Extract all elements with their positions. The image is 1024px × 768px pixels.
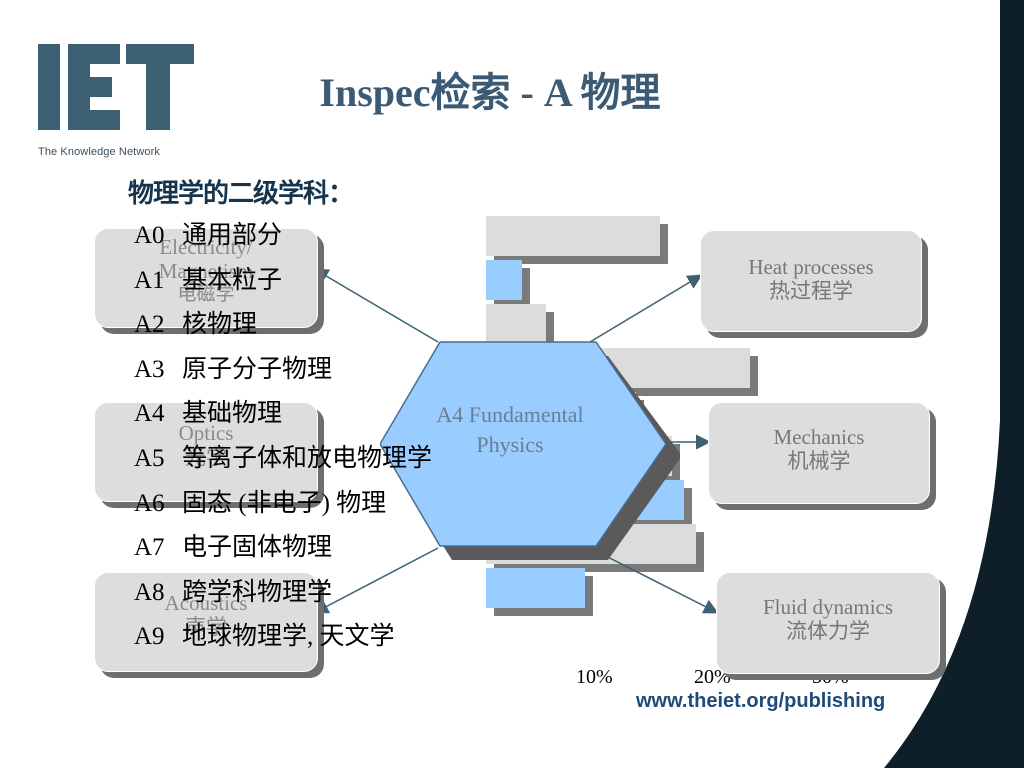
box-mechanics-line1: Mechanics bbox=[773, 425, 865, 449]
box-electricity-magnetism: Electricity/ Magnetism 电磁学 bbox=[94, 228, 318, 328]
list-item-code: A6 bbox=[134, 489, 165, 517]
box-mechanics-line2: 机械学 bbox=[787, 449, 851, 473]
logo-tagline: The Knowledge Network bbox=[38, 146, 160, 158]
list-item: A1 基本粒子 bbox=[134, 261, 432, 306]
box-acoustics-line1: Acoustics bbox=[164, 591, 248, 615]
box-mechanics: Mechanics 机械学 bbox=[708, 402, 930, 504]
box-optics-line1: Optics bbox=[178, 421, 234, 445]
list-item: A5 等离子体和放电物理学 bbox=[134, 439, 432, 484]
website-url[interactable]: www.theiet.org/publishing bbox=[636, 690, 886, 712]
box-fluid-dynamics: Fluid dynamics 流体力学 bbox=[716, 572, 940, 674]
background-bar bbox=[486, 260, 522, 300]
background-bar bbox=[486, 304, 546, 344]
list-item-code: A4 bbox=[134, 400, 165, 428]
list-item-code: A3 bbox=[134, 355, 165, 383]
list-heading: 物理学的二级学科： bbox=[128, 179, 354, 208]
list-item-label: 基础物理 bbox=[182, 400, 283, 428]
list-item-label: 跨学科物理学 bbox=[182, 578, 333, 606]
arrow-to-electricity bbox=[313, 268, 439, 343]
list-item: A8 跨学科物理学 bbox=[134, 573, 432, 618]
arrow-to-fluid bbox=[589, 547, 719, 614]
box-electricity-line3: 电磁学 bbox=[177, 284, 235, 305]
list-item-label: 固态 (非电子) 物理 bbox=[182, 489, 387, 517]
box-electricity-line1: Electricity/ bbox=[159, 235, 253, 259]
iet-logo bbox=[38, 44, 194, 130]
background-bar bbox=[486, 216, 660, 256]
list-item: A6 固态 (非电子) 物理 bbox=[134, 484, 432, 529]
box-heat-line2: 热过程学 bbox=[769, 279, 853, 303]
list-item-label: 等离子体和放电物理学 bbox=[182, 444, 433, 472]
box-heat-processes: Heat processes 热过程学 bbox=[700, 230, 922, 332]
axis-tick-10: 10% bbox=[576, 666, 613, 688]
list-item-code: A1 bbox=[134, 266, 165, 294]
list-item-label: 电子固体物理 bbox=[182, 534, 333, 562]
list-item-label: 原子分子物理 bbox=[182, 355, 333, 383]
box-heat-line1: Heat processes bbox=[748, 255, 874, 279]
list-item-label: 基本粒子 bbox=[182, 266, 283, 294]
list-item: A7 电子固体物理 bbox=[134, 528, 432, 573]
central-label-line2: Physics bbox=[476, 432, 544, 457]
box-optics-line2: 光学 bbox=[185, 445, 227, 469]
box-fluid-line1: Fluid dynamics bbox=[762, 595, 894, 619]
background-bar bbox=[486, 568, 585, 608]
list-item-label: 地球物理学, 天文学 bbox=[182, 623, 395, 651]
central-hexagon bbox=[380, 341, 680, 560]
slide-title-text: Inspec检索 - A 物理 bbox=[319, 70, 661, 115]
box-fluid-line2: 流体力学 bbox=[786, 619, 870, 643]
list-item-code: A2 bbox=[134, 311, 165, 339]
list-item: A9 地球物理学, 天文学 bbox=[134, 617, 432, 662]
list-item-code: A7 bbox=[134, 534, 165, 562]
central-label: A4 Fundamental Physics bbox=[400, 400, 620, 460]
list-item-label: 核物理 bbox=[182, 311, 258, 339]
box-acoustics: Acoustics 声学 bbox=[94, 572, 318, 672]
list-item: A4 基础物理 bbox=[134, 394, 432, 439]
list-item-code: A9 bbox=[134, 623, 165, 651]
subject-list: A0 通用部分 A1 基本粒子 A2 核物理 A3 原子分子物理 A4 基础物理 A5 等离子体和放电… bbox=[134, 216, 432, 662]
arrow-to-heat bbox=[589, 274, 703, 343]
slide-title: Inspec检索 - A 物理 bbox=[0, 60, 980, 118]
box-electricity-line2: Magnetism bbox=[158, 259, 254, 283]
arrow-to-acoustics bbox=[313, 547, 439, 614]
list-item-code: A5 bbox=[134, 444, 165, 472]
box-optics: Optics 光学 bbox=[94, 402, 318, 502]
list-item: A2 核物理 bbox=[134, 305, 432, 350]
list-item: A0 通用部分 bbox=[134, 216, 432, 261]
list-item-code: A8 bbox=[134, 578, 165, 606]
box-acoustics-line2: 声学 bbox=[185, 615, 227, 639]
list-item: A3 原子分子物理 bbox=[134, 350, 432, 395]
central-label-line1: A4 Fundamental bbox=[436, 402, 584, 427]
list-item-label: 通用部分 bbox=[182, 222, 283, 249]
list-item-code: A0 bbox=[134, 222, 165, 249]
